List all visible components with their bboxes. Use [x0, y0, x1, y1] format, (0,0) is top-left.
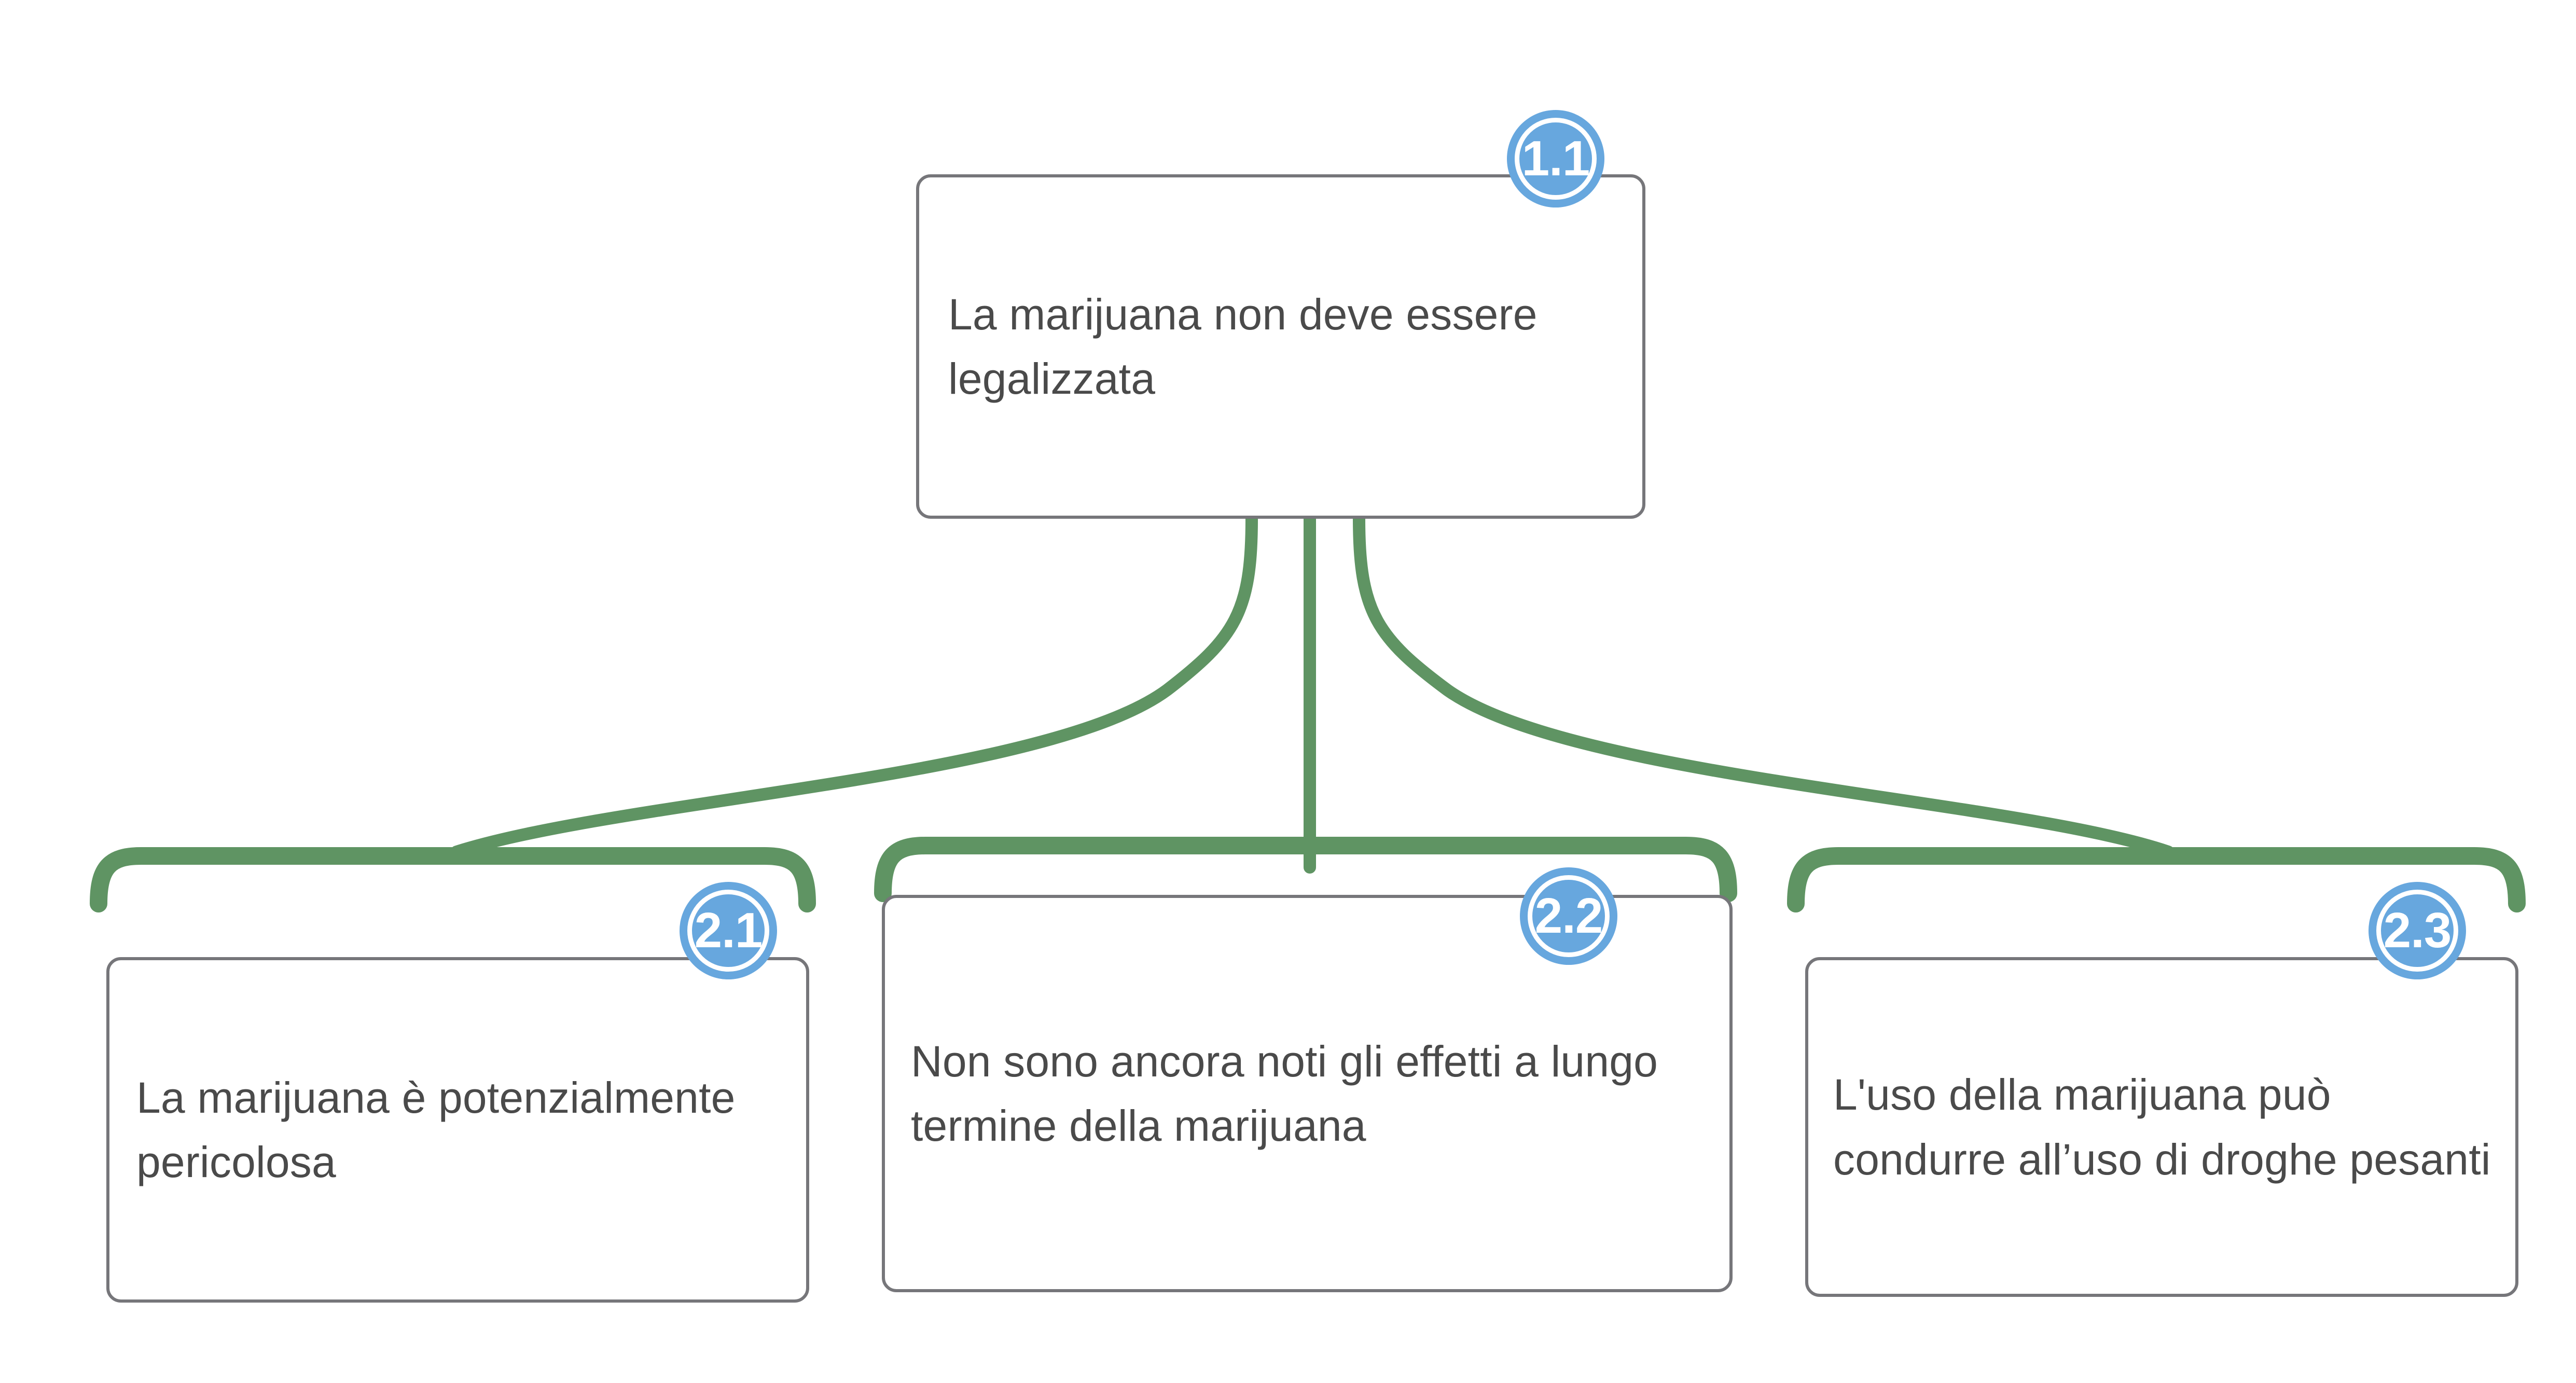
badge-2-1[interactable]: 2.1: [680, 882, 777, 979]
badge-2-3[interactable]: 2.3: [2369, 882, 2466, 979]
badge-1-1[interactable]: 1.1: [1507, 110, 1604, 208]
node-root-1-1[interactable]: La marijuana non deve essere legalizzata: [916, 174, 1645, 519]
node-child-2-1-text: La marijuana è potenzialmente pericolosa: [136, 1073, 736, 1186]
node-child-2-3[interactable]: L'uso della marijuana può condurre all’u…: [1805, 957, 2518, 1297]
node-child-2-1[interactable]: La marijuana è potenzialmente pericolosa: [106, 957, 809, 1303]
connector-root-to-2-1: [450, 513, 1258, 858]
badge-2-2-label: 2.2: [1534, 888, 1603, 944]
node-child-2-2[interactable]: Non sono ancora noti gli effetti a lungo…: [882, 895, 1733, 1292]
node-root-text: La marijuana non deve essere legalizzata: [948, 289, 1538, 403]
badge-1-1-label: 1.1: [1521, 131, 1590, 186]
badge-2-3-label: 2.3: [2383, 903, 2452, 958]
node-child-2-3-text: L'uso della marijuana può condurre all’u…: [1833, 1070, 2491, 1184]
badge-2-2[interactable]: 2.2: [1520, 867, 1617, 965]
badge-2-1-label: 2.1: [694, 903, 763, 958]
connector-root-to-2-3: [1353, 513, 2175, 858]
node-child-2-2-text: Non sono ancora noti gli effetti a lungo…: [911, 1036, 1658, 1150]
